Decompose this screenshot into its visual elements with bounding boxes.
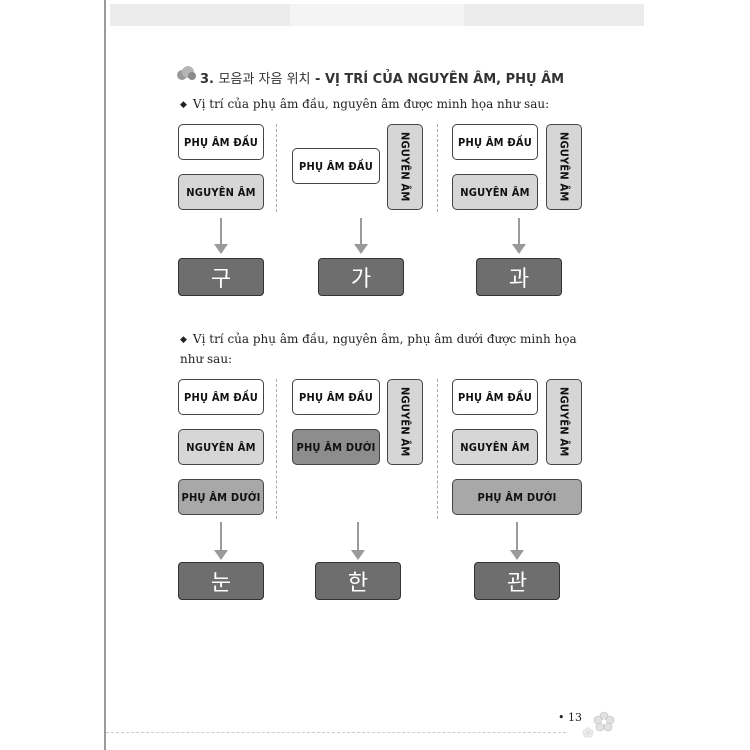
bullet-text: Vị trí của phụ âm đầu, nguyên âm được mi… [192,97,550,111]
heading-vietnamese: VỊ TRÍ CỦA NGUYÊN ÂM, PHỤ ÂM [324,72,565,87]
document-page: 3. 모음과 자음 위치 - VỊ TRÍ CỦA NGUYÊN ÂM, PHỤ… [104,0,646,750]
s1d1-down-arrow-icon [214,218,228,254]
s2d1-final-consonant: PHỤ ÂM DƯỚI [178,479,264,515]
header-band-right [464,4,644,26]
s2d2-initial-consonant: PHỤ ÂM ĐẦU [292,379,380,415]
s1d3-vowel-vertical: NGUYÊN ÂM [546,124,582,210]
s2d3-result-syllable: 관 [474,562,560,600]
s2-divider-1 [276,379,277,519]
s2d1-initial-consonant: PHỤ ÂM ĐẦU [178,379,264,415]
flower-decoration-icon [582,711,615,738]
header-band-left [110,4,290,26]
s1d3-initial-consonant: PHỤ ÂM ĐẦU [452,124,538,160]
bullet-diamond-icon: ◆ [180,335,187,345]
heading-number: 3. [200,72,214,87]
s2d3-vowel-vertical: NGUYÊN ÂM [546,379,582,465]
s2d3-down-arrow-icon [510,522,524,560]
s2-divider-2 [437,379,438,519]
s2d1-vowel: NGUYÊN ÂM [178,429,264,465]
s2d3-vowel-horizontal: NGUYÊN ÂM [452,429,538,465]
s2d3-initial-consonant: PHỤ ÂM ĐẦU [452,379,538,415]
s1d1-initial-consonant: PHỤ ÂM ĐẦU [178,124,264,160]
s2d1-down-arrow-icon [214,522,228,560]
s1d2-result-syllable: 가 [318,258,404,296]
s2d2-down-arrow-icon [351,522,365,560]
heading-separator: - [315,72,321,87]
s2d3-final-consonant: PHỤ ÂM DƯỚI [452,479,582,515]
header-band-middle [290,4,464,26]
bullet-section2: ◆ Vị trí của phụ âm đầu, nguyên âm, phụ â… [180,330,584,368]
s1d3-down-arrow-icon [512,218,526,254]
s1d3-vowel-horizontal: NGUYÊN ÂM [452,174,538,210]
s1-divider-2 [437,124,438,212]
s1d1-result-syllable: 구 [178,258,264,296]
bullet-diamond-icon: ◆ [180,100,187,110]
s1d2-down-arrow-icon [354,218,368,254]
bullet-section1: ◆ Vị trí của phụ âm đầu, nguyên âm được m… [180,95,549,115]
bullet-text-line1: Vị trí của phụ âm đầu, nguyên âm, phụ âm… [192,332,577,346]
page-number: • 13 [558,711,582,724]
heading-korean: 모음과 자음 위치 [218,72,311,87]
s1d2-vowel: NGUYÊN ÂM [387,124,423,210]
s1d3-result-syllable: 과 [476,258,562,296]
s1-divider-1 [276,124,277,212]
s2d2-result-syllable: 한 [315,562,401,600]
cloud-icon [177,66,196,80]
s2d2-vowel: NGUYÊN ÂM [387,379,423,465]
s2d2-final-consonant: PHỤ ÂM DƯỚI [292,429,380,465]
bullet-text-line2: như sau: [180,352,233,366]
section-heading: 3. 모음과 자음 위치 - VỊ TRÍ CỦA NGUYÊN ÂM, PHỤ… [200,68,564,87]
s1d1-vowel: NGUYÊN ÂM [178,174,264,210]
s1d2-initial-consonant: PHỤ ÂM ĐẦU [292,148,380,184]
footer-dashed-line [106,732,566,733]
s2d1-result-syllable: 눈 [178,562,264,600]
